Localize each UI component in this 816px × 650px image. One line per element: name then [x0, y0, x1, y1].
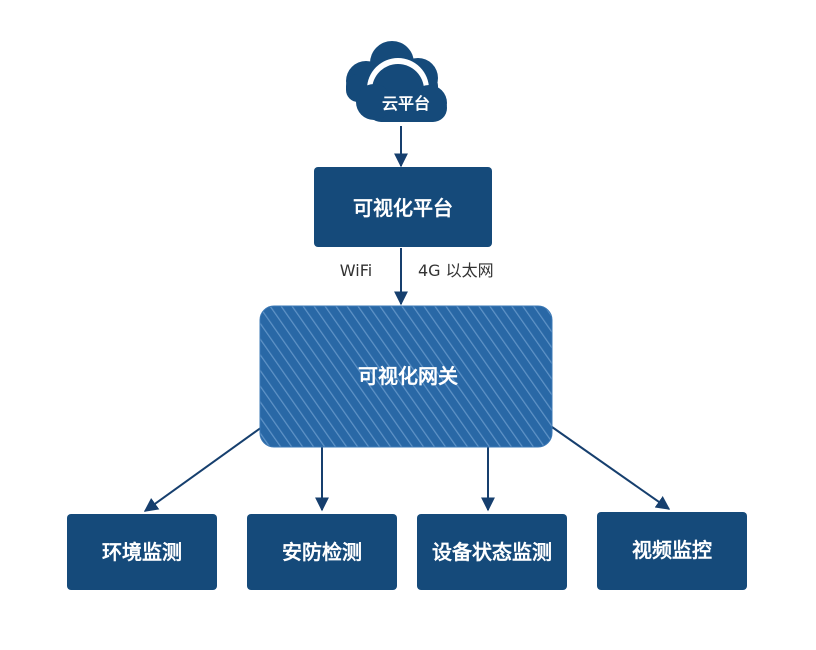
node-platform-label: 可视化平台 — [353, 196, 453, 220]
link-label-4g-ethernet: 4G 以太网 — [418, 261, 494, 280]
edge-gateway-to-video — [551, 426, 671, 510]
node-security-detection: 安防检测 — [247, 514, 397, 590]
node-platform: 可视化平台 — [314, 167, 492, 247]
cloud-icon: 云平台 — [346, 41, 447, 122]
node-cloud-label: 云平台 — [382, 94, 430, 113]
node-env-label: 环境监测 — [102, 540, 182, 564]
node-gateway: 可视化网关 — [259, 305, 553, 448]
node-video-surveillance: 视频监控 — [597, 512, 747, 590]
link-label-wifi: WiFi — [340, 261, 372, 280]
node-device-status-monitoring: 设备状态监测 — [417, 514, 567, 590]
node-device-label: 设备状态监测 — [432, 540, 552, 564]
node-environment-monitoring: 环境监测 — [67, 514, 217, 590]
node-video-label: 视频监控 — [632, 538, 712, 562]
node-security-label: 安防检测 — [282, 540, 362, 564]
edge-gateway-to-env — [143, 426, 263, 512]
node-gateway-label: 可视化网关 — [358, 364, 458, 388]
